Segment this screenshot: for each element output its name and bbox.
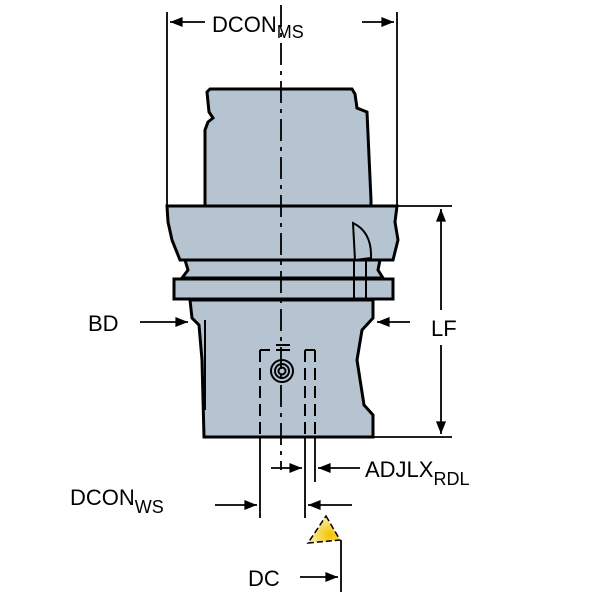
groove [179,258,386,280]
ring [172,277,395,301]
dimension-lines [140,12,452,592]
label-dcon-ws: DCONWS [70,485,164,517]
label-bd: BD [88,311,119,336]
label-dc: DC [248,566,280,591]
adapter-body [165,87,400,439]
insert-icon [306,514,342,544]
label-lf: LF [431,316,457,341]
hidden-lines [259,344,316,437]
label-dcon-ms: DCONMS [212,12,304,42]
screw-icon [270,359,294,383]
label-adjlx-rdl: ADJLXRDL [365,457,470,489]
flange [165,204,400,262]
shank-top [203,87,373,208]
